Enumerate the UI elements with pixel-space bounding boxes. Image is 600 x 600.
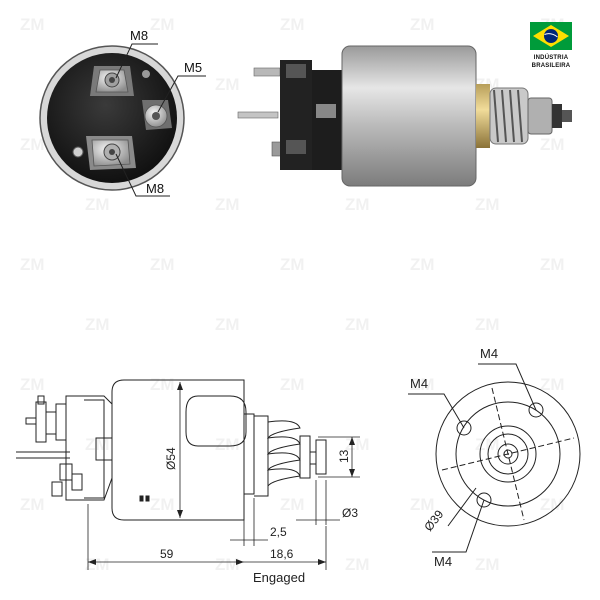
watermark-logo: ZM [475,315,500,334]
side-dimensions [87,382,360,570]
photo-end-view: M8 M5 M8 [39,28,206,197]
end-callout-m4-left: M4 [410,376,428,391]
watermark-logo: ZM [345,195,370,214]
watermark-logo: ZM [215,435,240,454]
watermark-logo: ZM [540,495,565,514]
flag-globe [544,29,558,43]
watermark-logo: ZM [410,15,435,34]
callout-m8-bottom: M8 [146,181,164,196]
watermark-logo: ZM [215,555,240,574]
watermark-logo: ZM [280,375,305,394]
dim-engaged-length: 18,6 [270,547,294,561]
watermark-logo: ZM [475,555,500,574]
watermark-logo: ZM [540,135,565,154]
dim-diameter-54: Ø54 [164,447,178,470]
dim-stroke: 2,5 [270,525,287,539]
dim-plunger-diameter: Ø3 [342,506,358,520]
dim-length-59: 59 [160,547,174,561]
watermark-logo: ZM [85,315,110,334]
watermark-logo: ZM [150,495,175,514]
terminal-m5-right [142,100,172,130]
watermark-logo: ZM [215,75,240,94]
watermark-logo: ZM [215,315,240,334]
watermark-logo: ZM [150,375,175,394]
dim-plunger-height: 13 [337,449,351,463]
watermark-logo: ZM [20,495,45,514]
watermark-logo: ZM [410,255,435,274]
watermark-logo: ZM [410,495,435,514]
watermark-logo: ZM [540,375,565,394]
engaged-caption: Engaged [253,570,305,585]
callout-m8-top: M8 [130,28,148,43]
watermark-logo: ZM [85,435,110,454]
watermark-logo: ZM [20,135,45,154]
watermark-logo: ZM [150,255,175,274]
watermark-logo: ZM [20,255,45,274]
watermark-logo: ZM [475,195,500,214]
end-callout-m4-top: M4 [480,346,498,361]
watermark-logo: ZM [280,15,305,34]
watermark-logo: ZM [410,375,435,394]
badge-line1: INDÚSTRIA [534,54,569,61]
watermark-logo: ZM [20,375,45,394]
watermark-logo: ZM [20,15,45,34]
watermark-logo: ZM [85,555,110,574]
brazil-flag-badge: INDÚSTRIA BRASILEIRA [530,22,572,69]
watermark-logo: ZM [215,195,240,214]
watermark-logo: ZM [280,255,305,274]
watermark-logo: ZM [280,495,305,514]
end-callout-m4-bottom: M4 [434,554,452,569]
callout-m5: M5 [184,60,202,75]
badge-line2: BRASILEIRA [532,63,571,69]
end-technical-drawing [408,363,581,553]
photo-side-view [237,45,572,187]
watermark-logo: ZM [150,15,175,34]
terminal-m8-top [90,66,134,96]
watermark-logo: ZM [345,555,370,574]
watermark-logo: ZM [345,315,370,334]
terminal-m8-bottom [86,136,136,170]
watermark-logo: ZM [85,195,110,214]
watermark-logo: ZM [540,255,565,274]
